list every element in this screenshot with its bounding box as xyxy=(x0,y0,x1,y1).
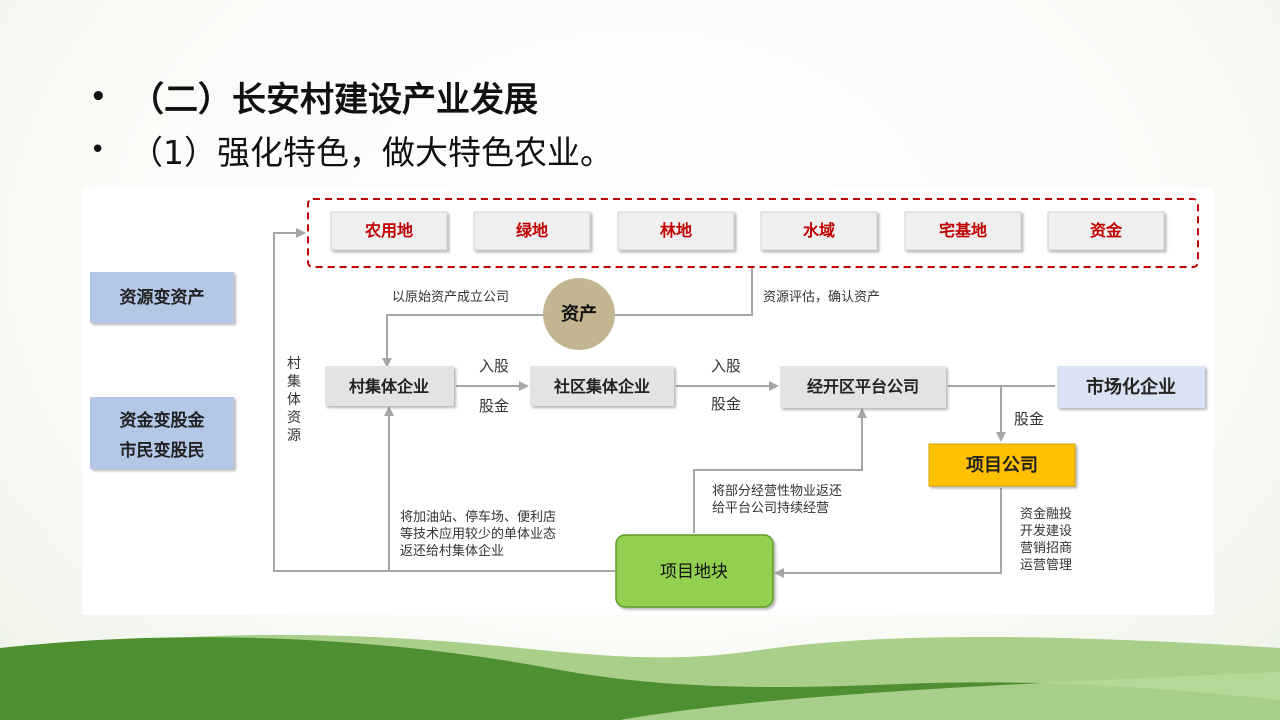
green-hills-decoration xyxy=(0,634,1280,720)
return-part-note: 将部分经营性物业返还 给平台公司持续经营 xyxy=(712,484,842,516)
vertical-char: 体 xyxy=(287,392,301,408)
project-company-node: 项目公司 xyxy=(928,443,1076,487)
original-asset-label: 以原始资产成立公司 xyxy=(392,290,509,305)
resource-group-border xyxy=(307,198,1199,268)
platform-company-node: 经开区平台公司 xyxy=(780,366,946,408)
note-line: 运营管理 xyxy=(1020,558,1072,573)
project-land-node: 项目地块 xyxy=(615,534,774,608)
project-ops-note: 资金融投 开发建设 营销招商 运营管理 xyxy=(1020,506,1072,573)
subheading-line: • （1）强化特色，做大特色农业。 xyxy=(90,126,613,174)
resource-box-water: 水域 xyxy=(760,211,878,251)
note-line: 将加油站、停车场、便利店 xyxy=(400,509,556,525)
resource-to-asset-box: 资源变资产 xyxy=(90,272,234,323)
flow-diagram: 农用地 绿地 林地 水域 宅基地 资金 资源变资产 资金变股金 市民变股民 xyxy=(90,198,1205,608)
invest-label-2: 入股 xyxy=(711,357,741,375)
note-line: 给平台公司持续经营 xyxy=(712,501,829,516)
resource-box-funds: 资金 xyxy=(1047,211,1165,251)
fund-to-share-box: 资金变股金 市民变股民 xyxy=(90,397,234,469)
arrow-land-to-resources xyxy=(273,228,615,572)
share-label-1: 股金 xyxy=(479,397,509,415)
vertical-char: 源 xyxy=(287,428,301,444)
invest-label-1: 入股 xyxy=(479,357,509,375)
note-line: 资金融投 xyxy=(1020,506,1072,522)
community-enterprise-label: 社区集体企业 xyxy=(553,377,650,396)
vertical-char: 村 xyxy=(287,356,301,372)
bullet-dot: • xyxy=(90,81,107,112)
resource-box-forest: 林地 xyxy=(617,211,735,251)
slide-heading: （二）长安村建设产业发展 xyxy=(130,80,538,120)
asset-circle: 资产 xyxy=(543,278,615,350)
vertical-village-resource-label: 村 集 体 资 源 xyxy=(287,356,301,444)
bullet-dot: • xyxy=(90,135,106,165)
share-label-2: 股金 xyxy=(711,395,741,413)
community-enterprise-node: 社区集体企业 xyxy=(530,366,674,406)
resource-box-farmland: 农用地 xyxy=(330,211,448,251)
connectors xyxy=(273,228,1055,578)
village-enterprise-node: 村集体企业 xyxy=(325,366,454,406)
fund-to-share-label: 资金变股金 xyxy=(120,410,206,431)
arrow-land-to-platform xyxy=(693,408,867,533)
village-enterprise-label: 村集体企业 xyxy=(349,377,429,396)
resource-label: 农用地 xyxy=(364,221,413,240)
slide-subheading: （1）强化特色，做大特色农业。 xyxy=(130,133,613,172)
note-line: 等技术应用较少的单体业态 xyxy=(400,526,556,542)
diagram-panel: 农用地 绿地 林地 水域 宅基地 资金 资源变资产 资金变股金 市民变股民 xyxy=(82,188,1214,615)
assess-label: 资源评估，确认资产 xyxy=(763,290,880,305)
project-company-label: 项目公司 xyxy=(966,455,1038,476)
vertical-char: 集 xyxy=(287,373,301,390)
vertical-char: 资 xyxy=(287,410,301,426)
market-enterprise-node: 市场化企业 xyxy=(1057,366,1205,408)
resource-label: 资金 xyxy=(1090,221,1123,240)
resource-label: 宅基地 xyxy=(939,221,987,240)
resource-box-greenland: 绿地 xyxy=(473,211,591,251)
heading-line: • （二）长安村建设产业发展 xyxy=(90,72,538,121)
share-label-3: 股金 xyxy=(1014,410,1044,428)
return-village-note: 将加油站、停车场、便利店 等技术应用较少的单体业态 返还给村集体企业 xyxy=(400,509,556,559)
resource-label: 水域 xyxy=(803,221,835,240)
note-line: 营销招商 xyxy=(1020,541,1072,556)
resource-to-asset-label: 资源变资产 xyxy=(120,287,205,308)
resource-label: 林地 xyxy=(660,221,692,240)
arrow-company-to-land xyxy=(774,488,1002,578)
platform-company-label: 经开区平台公司 xyxy=(807,377,919,396)
citizen-to-share-label: 市民变股民 xyxy=(120,440,205,461)
note-line: 返还给村集体企业 xyxy=(400,543,504,559)
note-line: 将部分经营性物业返还 xyxy=(712,484,842,499)
project-land-label: 项目地块 xyxy=(660,562,728,582)
resource-box-homestead: 宅基地 xyxy=(904,211,1022,251)
asset-label: 资产 xyxy=(561,303,597,325)
note-line: 开发建设 xyxy=(1020,523,1072,539)
resource-label: 绿地 xyxy=(516,221,548,240)
market-enterprise-label: 市场化企业 xyxy=(1086,376,1176,398)
